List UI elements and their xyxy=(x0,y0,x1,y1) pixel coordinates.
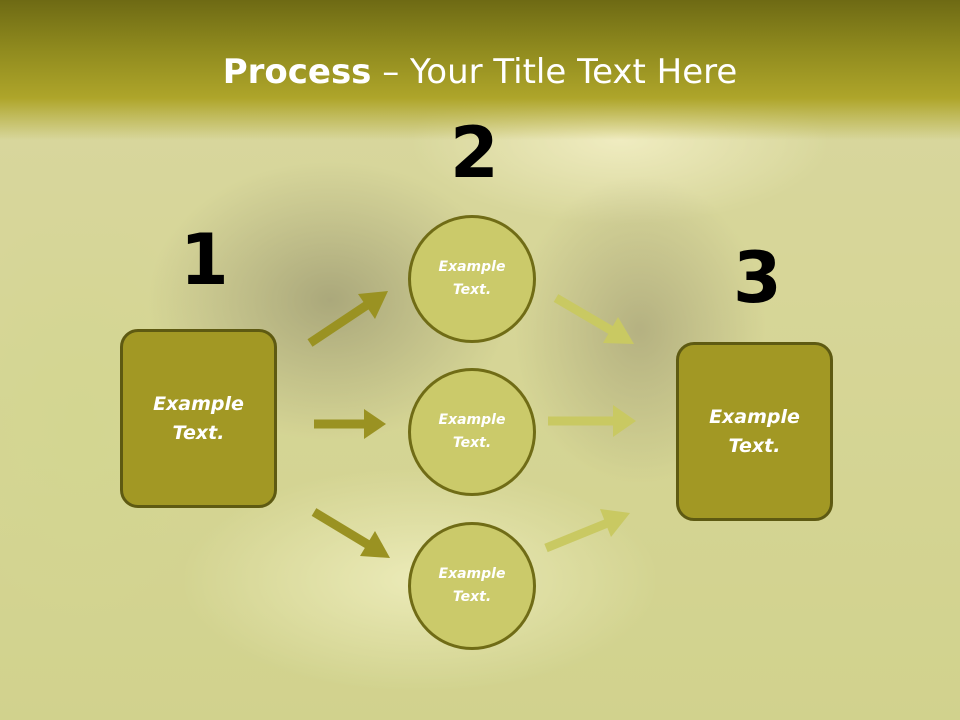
step-number-2: 2 xyxy=(450,112,499,194)
step-2-circle-bottom: Example Text. xyxy=(408,522,536,650)
arrow-bottom-to-3 xyxy=(544,509,630,553)
title-bold: Process xyxy=(222,52,372,92)
circle-middle-text: Example Text. xyxy=(438,412,506,451)
slide-title: Process – Your Title Text Here xyxy=(0,52,960,92)
circle-bottom-text: Example Text. xyxy=(438,566,506,605)
step-2-circle-middle: Example Text. xyxy=(408,368,536,496)
circle-top-text: Example Text. xyxy=(438,259,506,298)
step-2-circle-top: Example Text. xyxy=(408,215,536,343)
arrow-1-to-bottom xyxy=(311,508,390,558)
arrow-1-to-top xyxy=(307,291,388,347)
step-1-text: Example Text. xyxy=(153,392,244,444)
step-3-text: Example Text. xyxy=(709,405,800,457)
arrow-middle-to-3 xyxy=(548,405,636,437)
step-number-1: 1 xyxy=(180,219,229,301)
step-number-3: 3 xyxy=(733,237,782,319)
title-bar xyxy=(0,0,960,140)
step-1-box: Example Text. xyxy=(120,329,277,508)
arrow-1-to-middle xyxy=(314,409,386,439)
step-3-box: Example Text. xyxy=(676,342,833,521)
arrow-top-to-3 xyxy=(553,294,634,344)
title-rest: – Your Title Text Here xyxy=(371,52,738,92)
